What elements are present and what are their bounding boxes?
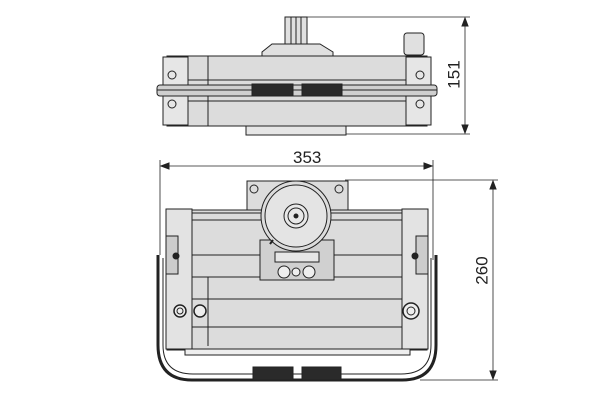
dimension-label-260: 260 xyxy=(472,256,492,285)
bottom-plate xyxy=(245,125,347,136)
front-view xyxy=(156,160,498,382)
top-view xyxy=(156,16,470,136)
flange-cone xyxy=(261,43,334,58)
right-bracket-front xyxy=(401,208,429,350)
black-block-left xyxy=(251,83,294,97)
black-block-right-front xyxy=(301,366,342,381)
dimension-label-353: 353 xyxy=(293,148,322,167)
left-bracket-front xyxy=(165,208,193,350)
dimension-label-151: 151 xyxy=(444,60,464,89)
bottom-guard xyxy=(156,255,438,382)
cable-gland xyxy=(403,32,425,56)
black-block-left-front xyxy=(252,366,294,381)
port-right xyxy=(402,302,420,320)
port-left xyxy=(173,304,187,318)
port-left-2 xyxy=(193,304,207,318)
black-block-right xyxy=(301,83,343,97)
